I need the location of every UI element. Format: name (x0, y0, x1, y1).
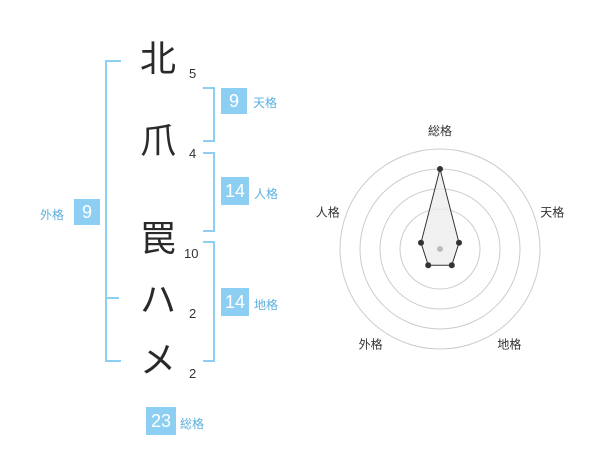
gaikaku-label: 外格 (40, 208, 65, 222)
jinkaku-value: 14 (221, 177, 249, 205)
chikaku-label: 地格 (254, 298, 279, 312)
stroke-count-3: 10 (184, 246, 199, 261)
radar-point-4 (425, 262, 432, 269)
radar-point-1 (437, 166, 443, 172)
name-char-1: 北 (140, 39, 177, 80)
radar-axis-label-1: 総格 (428, 123, 452, 138)
soukaku-label: 総格 (180, 417, 205, 431)
name-char-3: 罠 (140, 219, 177, 260)
name-char-4: ハ (140, 280, 177, 321)
radar-point-3 (448, 262, 455, 269)
radar-ring-4 (339, 148, 541, 350)
stroke-count-4: 2 (189, 306, 197, 321)
tenkaku-bracket (203, 87, 215, 142)
radar-axis-label-3: 地格 (497, 337, 521, 352)
radar-center (437, 246, 443, 252)
stroke-count-1: 5 (189, 66, 197, 81)
jinkaku-bracket (203, 152, 215, 232)
chikaku-value: 14 (221, 288, 249, 316)
radar-axis-label-2: 天格 (540, 205, 564, 220)
jinkaku-label: 人格 (254, 187, 279, 201)
radar-point-2 (456, 239, 462, 246)
gaikaku-bracket-mid (105, 297, 119, 299)
chikaku-bracket (203, 241, 215, 362)
stroke-count-2: 4 (189, 146, 197, 161)
tenkaku-value: 9 (221, 88, 247, 114)
name-char-2: 爪 (140, 121, 177, 162)
gaikaku-value: 9 (74, 199, 100, 225)
radar-axis-label-5: 人格 (316, 205, 340, 220)
soukaku-value: 23 (146, 407, 176, 435)
name-char-5: メ (140, 340, 177, 381)
radar-point-5 (418, 239, 424, 246)
stroke-count-5: 2 (189, 366, 197, 381)
radar-polygon (420, 168, 460, 266)
tenkaku-label: 天格 (253, 96, 278, 110)
gaikaku-bracket (105, 60, 121, 362)
radar-axis-label-4: 外格 (359, 337, 383, 352)
